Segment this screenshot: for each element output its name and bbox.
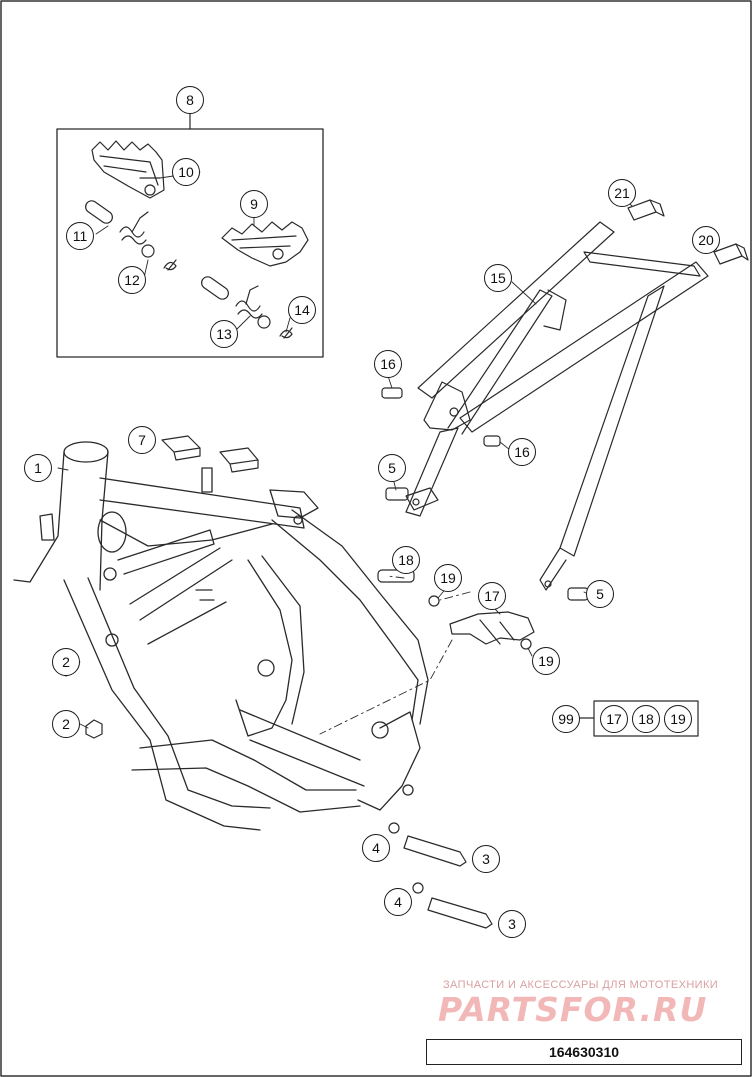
callout-12: 12 [118, 266, 146, 294]
callout-3: 3 [498, 910, 526, 938]
footpeg-right [221, 221, 309, 267]
callout-5: 5 [586, 580, 614, 608]
callout-7: 7 [128, 426, 156, 454]
callout-17: 17 [478, 582, 506, 610]
callout-19: 19 [532, 647, 560, 675]
alignment-lines [319, 575, 471, 735]
callout-8: 8 [176, 86, 204, 114]
callout-leaders [57, 171, 719, 729]
watermark-logo: PARTSFOR.RU [438, 990, 708, 1029]
swingarm-bolts [388, 822, 493, 929]
callout-10: 10 [172, 158, 200, 186]
kit-item-19: 19 [664, 705, 692, 733]
callout-3: 3 [472, 845, 500, 873]
kit-item-18: 18 [632, 705, 660, 733]
callout-14: 14 [288, 296, 316, 324]
footpeg-hardware [85, 200, 293, 339]
rubber-caps [627, 199, 749, 265]
callout-5: 5 [378, 454, 406, 482]
callout-16: 16 [508, 438, 536, 466]
kit-item-17: 17 [600, 705, 628, 733]
callout-99: 99 [552, 705, 580, 733]
callout-15: 15 [484, 264, 512, 292]
callout-20: 20 [692, 226, 720, 254]
callout-2: 2 [52, 648, 80, 676]
part-code-label: 164630310 [426, 1039, 742, 1065]
callout-11: 11 [66, 222, 94, 250]
callout-1: 1 [24, 454, 52, 482]
callout-2: 2 [52, 710, 80, 738]
callout-19: 19 [434, 564, 462, 592]
callout-18: 18 [392, 546, 420, 574]
callout-9: 9 [240, 190, 268, 218]
watermark-tagline: ЗАПЧАСТИ И АКСЕССУАРЫ ДЛЯ МОТОТЕХНИКИ [443, 979, 719, 991]
kit-reference-group [577, 700, 699, 737]
callout-21: 21 [608, 179, 636, 207]
rear-subframe [405, 221, 709, 591]
footpeg-left [91, 140, 165, 199]
callout-4: 4 [384, 888, 412, 916]
damping-pads [161, 435, 259, 473]
callout-4: 4 [362, 834, 390, 862]
callout-16: 16 [374, 350, 402, 378]
main-frame [13, 441, 429, 831]
callout-13: 13 [210, 320, 238, 348]
